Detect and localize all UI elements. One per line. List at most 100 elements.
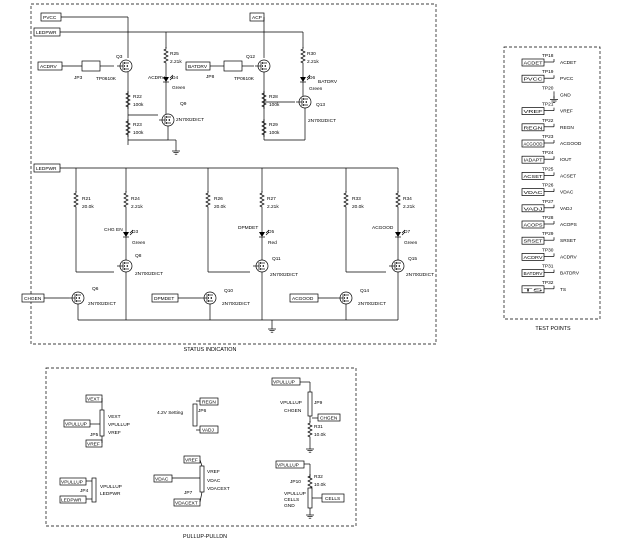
svg-text:JP4: JP4 (80, 488, 89, 494)
svg-text:D7: D7 (404, 229, 410, 235)
svg-text:VADJ: VADJ (202, 428, 215, 434)
svg-text:DPMDET: DPMDET (154, 296, 174, 302)
svg-text:ACDRV: ACDRV (148, 75, 166, 81)
svg-text:2.21k: 2.21k (267, 204, 279, 210)
svg-text:20.0k: 20.0k (82, 204, 94, 210)
test-point-net-tag[interactable] (521, 139, 545, 148)
svg-text:100k: 100k (269, 102, 280, 108)
net-vpullup-tag-jp5[interactable] (63, 419, 91, 428)
test-point-net-tag[interactable] (521, 172, 545, 180)
test-point-net-tag[interactable] (521, 74, 545, 83)
svg-text:Green: Green (132, 240, 146, 246)
net-regn-tag[interactable] (199, 397, 219, 406)
svg-text:Q14: Q14 (360, 288, 369, 294)
test-point-net-tag[interactable] (521, 107, 545, 115)
svg-text:BATDRV: BATDRV (188, 64, 208, 70)
svg-text:2N7002DICT: 2N7002DICT (176, 117, 204, 123)
svg-text:Q12: Q12 (246, 54, 255, 60)
test-point-id: TP25 (542, 166, 554, 172)
test-point-net: SRSET (524, 239, 543, 245)
net-cells-tag[interactable] (321, 493, 345, 503)
test-point-net: VDAC (524, 190, 544, 196)
test-point-id: TP27 (542, 199, 554, 205)
svg-text:R26: R26 (214, 196, 223, 202)
test-point-id: TP29 (542, 231, 554, 237)
net-vref-tag-jp7[interactable] (183, 455, 201, 464)
test-point-net-tag[interactable] (521, 188, 545, 196)
svg-text:PVCC: PVCC (43, 15, 57, 21)
net-vpullup-tag-jp10[interactable] (275, 460, 305, 469)
svg-text:Q3: Q3 (116, 54, 123, 60)
top-section: PVCC LEDPWR ACP ACDRV JP3 Q3 TP0610K R25… (33, 12, 338, 155)
svg-text:2.21k: 2.21k (131, 204, 143, 210)
test-point-net-tag[interactable] (521, 123, 545, 132)
test-point-net-tag[interactable] (521, 269, 545, 277)
svg-text:Q9: Q9 (180, 101, 187, 107)
test-point-net-tag[interactable] (521, 253, 545, 261)
pullup-pulldn-title: PULLUP-PULLDN (183, 534, 227, 540)
status-indication-box (30, 3, 437, 345)
net-chgen-tag-jp9[interactable] (317, 413, 341, 422)
svg-text:DPMDET: DPMDET (238, 225, 258, 231)
svg-text:JP7: JP7 (184, 490, 193, 496)
svg-text:VREF: VREF (108, 430, 121, 436)
svg-text:2.21k: 2.21k (307, 59, 319, 65)
test-point-net: ACOPS (524, 223, 543, 229)
svg-text:R31: R31 (314, 424, 323, 430)
net-vpullup-tag-jp9[interactable] (271, 377, 301, 386)
svg-text:LEDPWR: LEDPWR (36, 166, 57, 172)
svg-text:10.0k: 10.0k (314, 482, 326, 488)
svg-text:LEDPWR: LEDPWR (36, 30, 57, 36)
svg-text:JP8: JP8 (206, 74, 215, 80)
test-point-label: ACOPS (560, 222, 577, 228)
net-vdacext-tag[interactable] (173, 498, 201, 507)
test-point-net-tag[interactable] (521, 204, 545, 213)
test-point-net-tag[interactable] (521, 285, 545, 294)
svg-text:VDACEXT: VDACEXT (207, 486, 230, 492)
test-point-label: SRSET (560, 238, 576, 244)
test-point-label: ACSET (560, 173, 576, 179)
svg-text:2N7002DICT: 2N7002DICT (88, 301, 116, 307)
svg-text:4.2V Setting: 4.2V Setting (157, 410, 183, 416)
svg-text:JP5: JP5 (90, 432, 99, 438)
svg-text:JP9: JP9 (314, 400, 323, 406)
svg-text:VPULLUP: VPULLUP (108, 422, 130, 428)
svg-text:JP6: JP6 (198, 408, 207, 414)
svg-text:100k: 100k (133, 102, 144, 108)
svg-text:VREF: VREF (185, 458, 198, 464)
svg-text:R27: R27 (267, 196, 276, 202)
test-point-net: REGN (524, 125, 544, 131)
test-point-net-tag[interactable] (521, 58, 545, 67)
svg-text:D6: D6 (309, 75, 315, 81)
svg-text:Green: Green (172, 85, 186, 91)
net-vadj-tag[interactable] (199, 425, 219, 434)
svg-text:100k: 100k (133, 130, 144, 136)
svg-text:R34: R34 (403, 196, 412, 202)
svg-text:Q11: Q11 (272, 256, 281, 262)
net-ledpwr-tag-jp4[interactable] (59, 495, 87, 504)
net-vpullup-tag-jp4[interactable] (59, 477, 87, 486)
test-point-net-tag[interactable] (521, 236, 545, 245)
test-point-net-tag[interactable] (521, 155, 545, 164)
net-vref-tag-jp5[interactable] (85, 439, 103, 448)
status-section: LEDPWR R21 20.0k R24 2.21k CHG EN D3 Gre… (21, 163, 434, 333)
svg-text:TP0610K: TP0610K (96, 76, 117, 82)
svg-text:JP3: JP3 (74, 75, 83, 81)
svg-text:JP10: JP10 (290, 479, 301, 485)
svg-text:2N7002DICT: 2N7002DICT (358, 301, 386, 307)
test-point-net-tag[interactable] (521, 220, 545, 229)
svg-text:Q8: Q8 (135, 253, 142, 259)
test-point-id: TP24 (542, 150, 554, 156)
test-point-label: VADJ (560, 206, 573, 212)
net-vdac-tag[interactable] (153, 474, 173, 483)
test-point-id: TP31 (542, 264, 554, 270)
